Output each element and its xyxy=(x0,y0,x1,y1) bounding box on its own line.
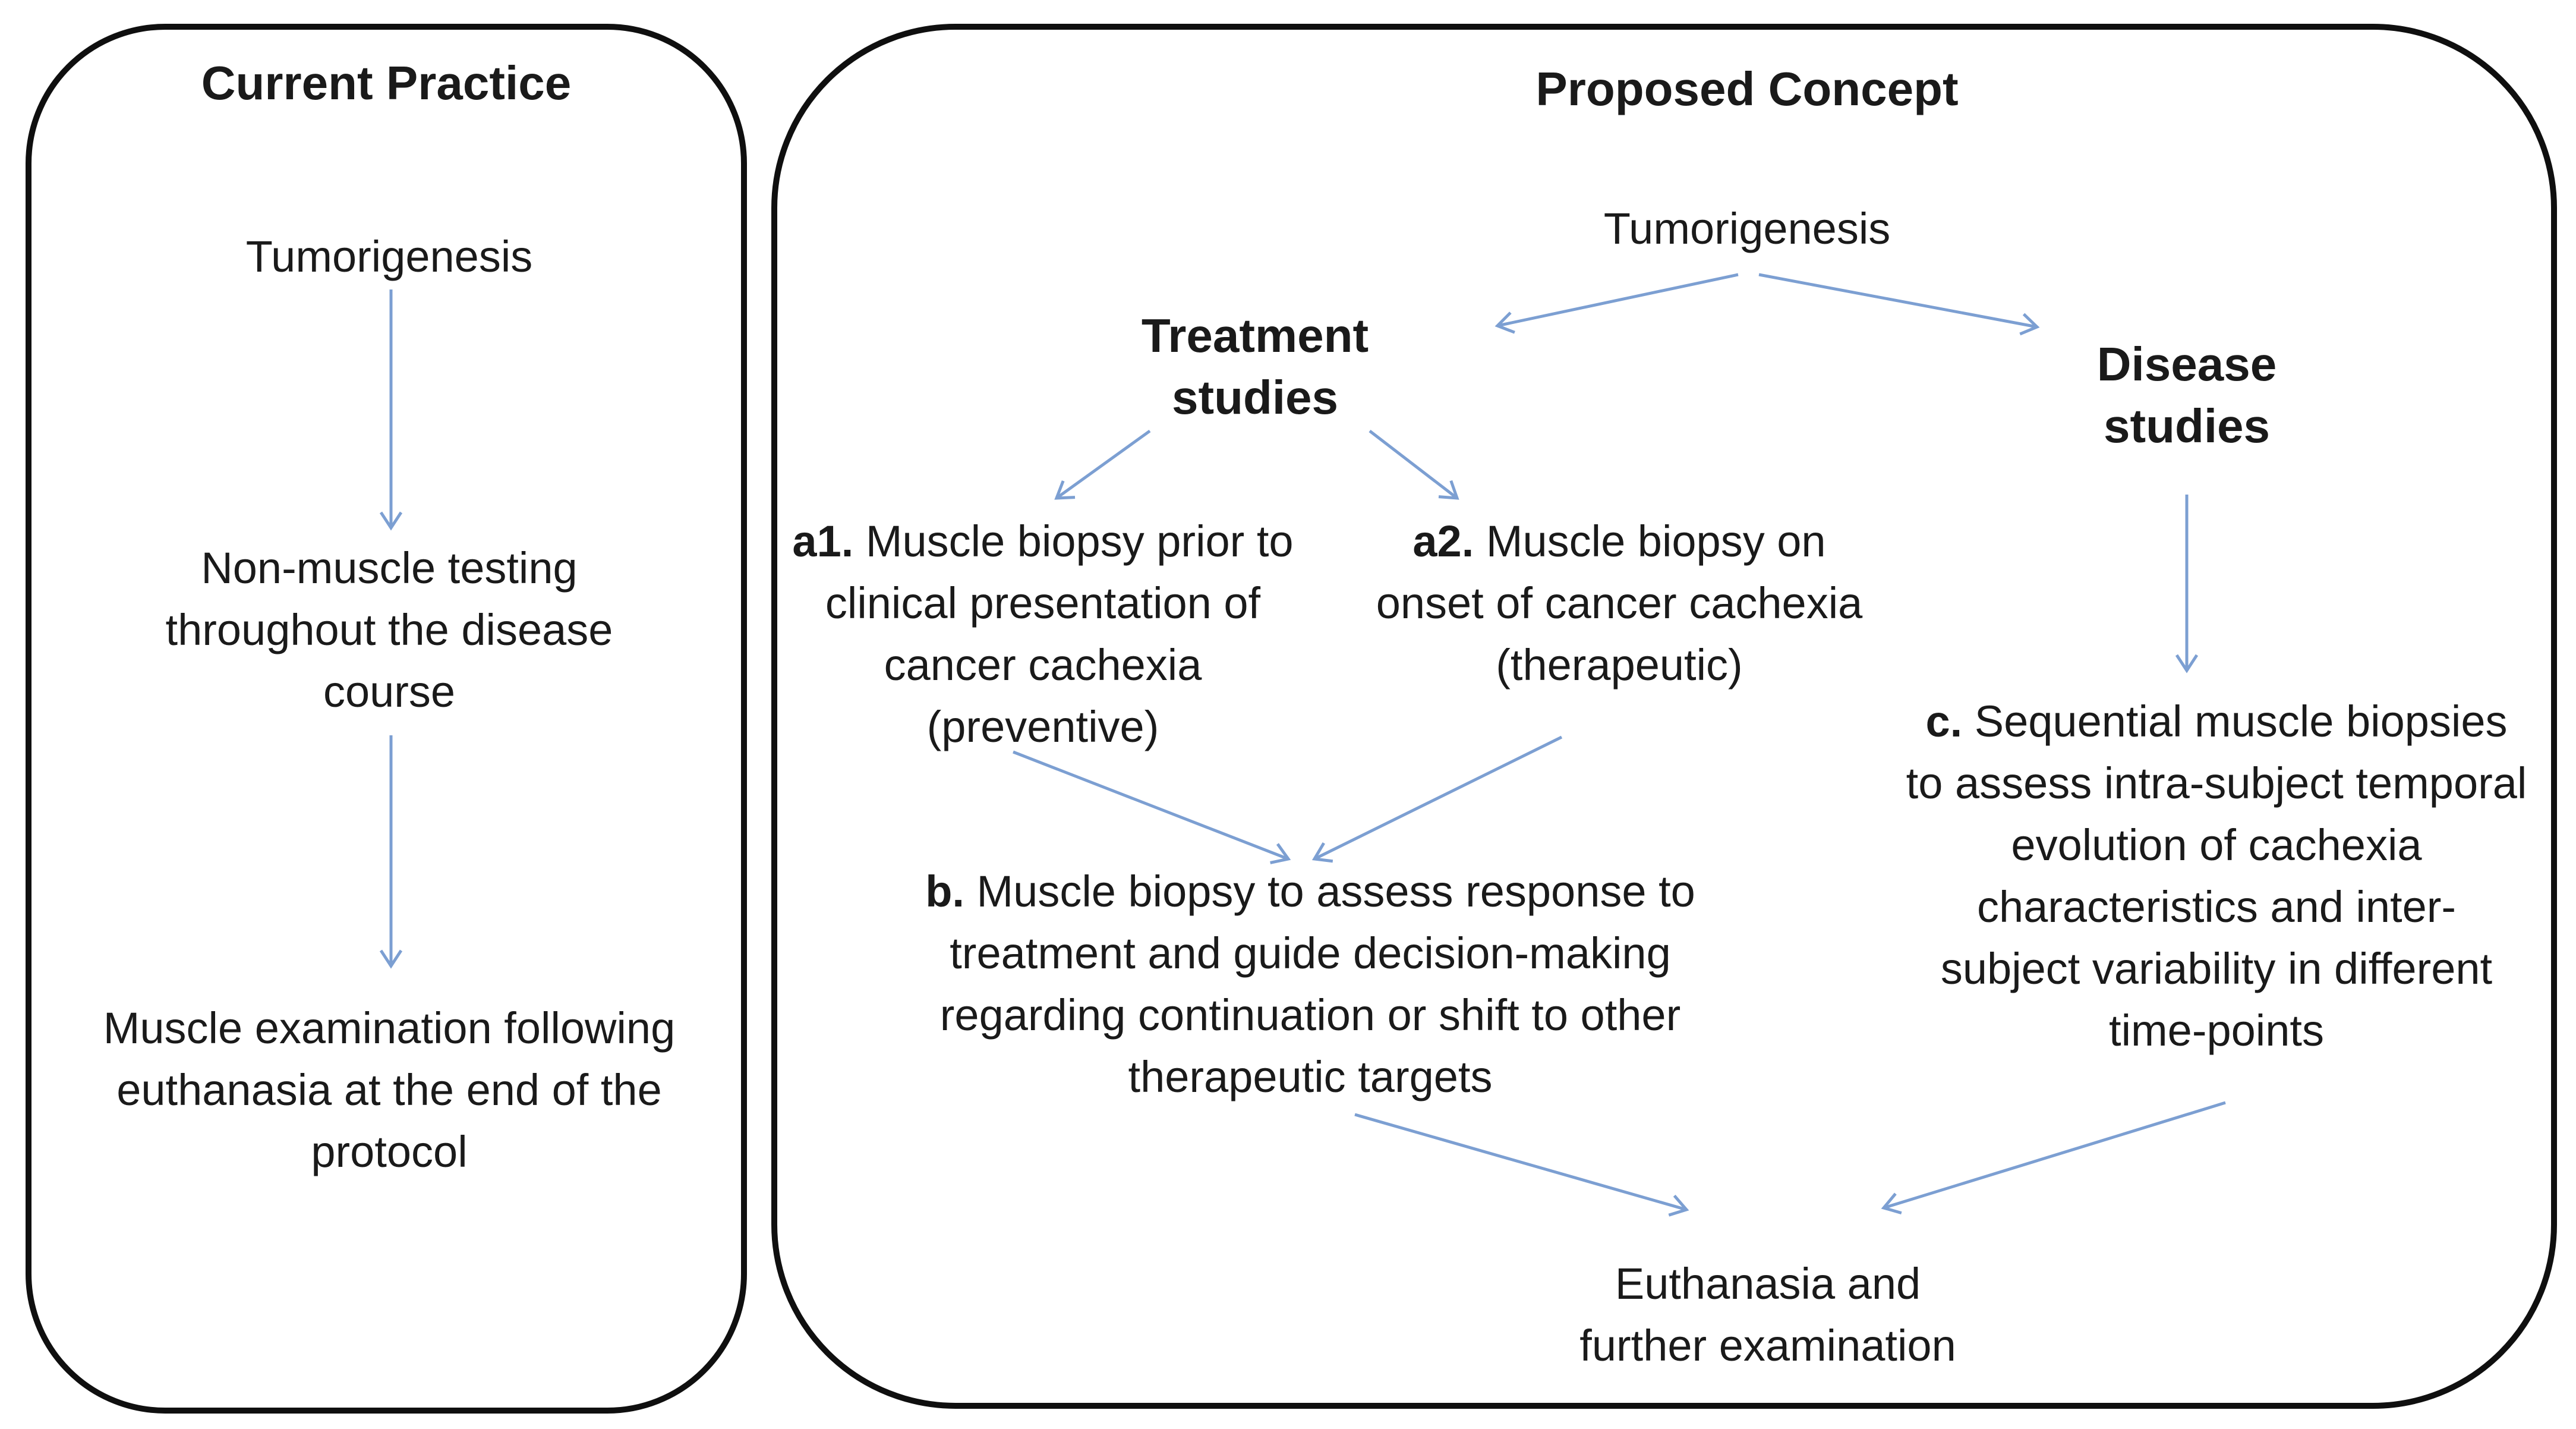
arrow-a2-to-b xyxy=(1311,735,1563,863)
node-a1-biopsy-preventive: a1. Muscle biopsy prior to clinical prese… xyxy=(792,511,1293,758)
node-text-line: course xyxy=(323,667,456,716)
node-euthanasia: Euthanasia and further examination xyxy=(1579,1253,1956,1377)
node-text-line: subject variability in different xyxy=(1940,944,2493,993)
node-disease-studies: Disease studies xyxy=(2097,333,2277,457)
node-text-line: (preventive) xyxy=(926,702,1159,751)
node-text-line: studies xyxy=(1171,371,1339,424)
node-text-line: onset of cancer cachexia xyxy=(1376,578,1863,628)
node-text-line: Non-muscle testing xyxy=(201,543,578,593)
node-text-line: Treatment xyxy=(1141,309,1369,362)
node-a2-biopsy-therapeutic: a2. Muscle biopsy on onset of cancer cach… xyxy=(1376,511,1863,696)
current-practice-panel xyxy=(26,24,747,1414)
node-text-line: treatment and guide decision-making xyxy=(950,928,1671,978)
node-text-line: (therapeutic) xyxy=(1496,640,1743,690)
node-tumorigenesis-left: Tumorigenesis xyxy=(246,226,533,288)
arrow-tumorigenesis-to-treatment xyxy=(1494,273,1739,334)
arrow-c-to-euthanasia xyxy=(1881,1101,2226,1215)
node-text-line: Tumorigenesis xyxy=(245,232,533,281)
node-text-line: evolution of cachexia xyxy=(2011,820,2422,870)
node-text-line: Muscle examination following xyxy=(103,1003,676,1053)
node-text-line: Euthanasia and xyxy=(1615,1259,1921,1308)
node-text-line: Tumorigenesis xyxy=(1603,204,1891,253)
node-text-line: c. Sequential muscle biopsies xyxy=(1925,697,2508,746)
right-panel-title: Proposed Concept xyxy=(1535,62,1959,115)
node-text-line: euthanasia at the end of the xyxy=(116,1065,662,1115)
node-text-line: clinical presentation of xyxy=(825,578,1261,628)
node-text-line: time-points xyxy=(2109,1006,2324,1055)
node-text-line: b. Muscle biopsy to assess response to xyxy=(925,867,1695,916)
left-panel-title: Current Practice xyxy=(201,56,572,109)
node-muscle-examination: Muscle examination following euthanasia a… xyxy=(103,997,675,1183)
arrow-treatment-to-a1 xyxy=(1054,429,1151,500)
proposed-concept-panel xyxy=(771,24,2557,1409)
node-text-line: therapeutic targets xyxy=(1128,1052,1493,1101)
node-text-line: a2. Muscle biopsy on xyxy=(1412,517,1826,566)
node-text-line: studies xyxy=(2103,399,2271,452)
node-c-sequential-biopsies: c. Sequential muscle biopsies to assess i… xyxy=(1906,691,2527,1062)
arrow-b-to-euthanasia xyxy=(1354,1113,1689,1217)
arrow-tumorigenesis-to-disease xyxy=(1758,273,2040,336)
node-text-line: further examination xyxy=(1579,1321,1956,1370)
node-text-line: Disease xyxy=(2096,338,2277,391)
arrow-a1-to-b xyxy=(1013,750,1291,864)
node-text-line: throughout the disease xyxy=(165,605,613,654)
node-tumorigenesis-right: Tumorigenesis xyxy=(1604,198,1891,260)
node-text-line: characteristics and inter- xyxy=(1976,882,2457,931)
node-b-biopsy-response: b. Muscle biopsy to assess response to tr… xyxy=(925,861,1695,1108)
node-text-line: protocol xyxy=(311,1127,468,1176)
node-text-line: regarding continuation or shift to other xyxy=(939,990,1681,1040)
node-text-line: cancer cachexia xyxy=(884,640,1202,690)
arrow-treatment-to-a2 xyxy=(1369,430,1459,500)
node-text-line: to assess intra-subject temporal xyxy=(1906,758,2527,808)
node-non-muscle-testing: Non-muscle testing throughout the disease… xyxy=(166,537,613,723)
node-treatment-studies: Treatment studies xyxy=(1142,305,1369,429)
node-text-line: a1. Muscle biopsy prior to xyxy=(792,517,1294,566)
